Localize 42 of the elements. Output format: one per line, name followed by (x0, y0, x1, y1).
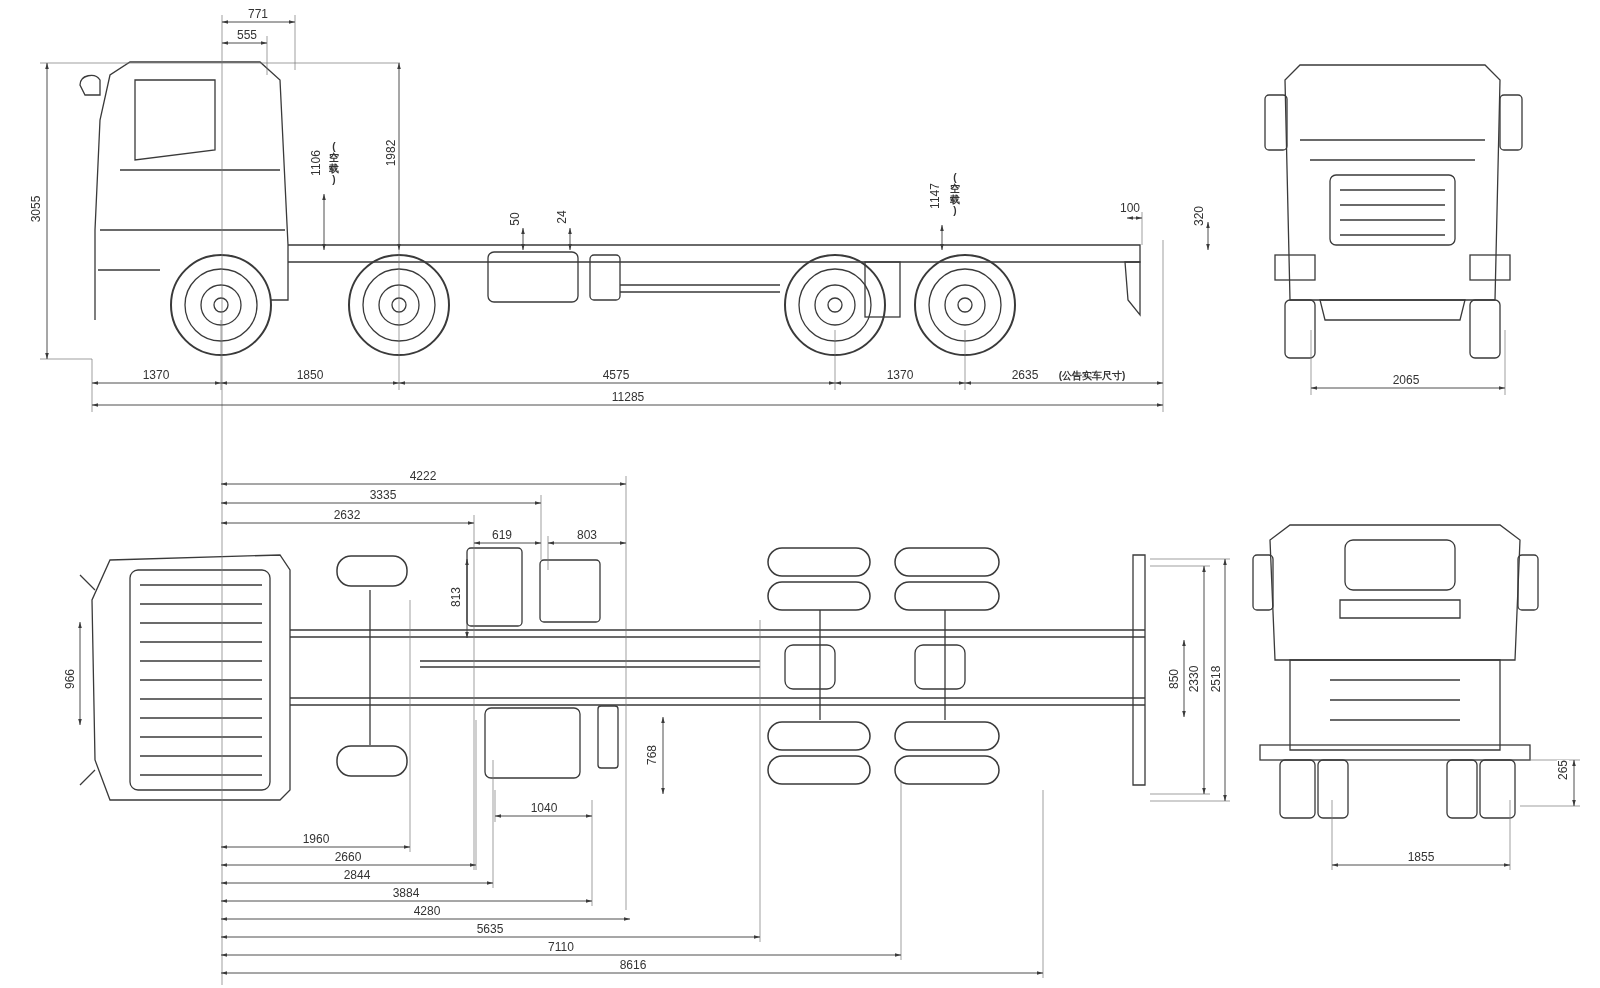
dimension-label: 4222 (409, 470, 437, 482)
dimension-label: 265 (1557, 760, 1569, 780)
dimension-label: 2844 (343, 869, 371, 881)
dimension-label: 619 (492, 529, 512, 541)
dimension-label: 2518 (1210, 665, 1222, 693)
dimension-label: 1855 (1407, 851, 1435, 863)
dimension-label: 3055 (30, 195, 42, 223)
dimension-label: 1960 (302, 833, 330, 845)
dimension-label: 1982 (385, 139, 397, 167)
dimension-label: 1106 (310, 150, 322, 176)
dimension-label: 768 (646, 745, 658, 765)
dimension-label: 50 (509, 212, 521, 226)
dimension-label: 1370 (886, 369, 914, 381)
dimension-label: 2635 (1011, 369, 1039, 381)
dimension-label: 1147 (929, 183, 941, 209)
note-label: (空载) (329, 141, 339, 185)
dimension-label: 3884 (392, 887, 420, 899)
dimension-label: 8616 (619, 959, 647, 971)
dimension-label: 1040 (530, 802, 558, 814)
dimension-label: 24 (556, 210, 568, 224)
dimension-label: 850 (1168, 669, 1180, 689)
dimension-label: 7110 (548, 941, 574, 953)
dimension-label: 813 (450, 587, 462, 607)
dimension-label: 4280 (413, 905, 441, 917)
dimension-label: 966 (64, 669, 76, 689)
dimension-label: 5635 (476, 923, 504, 935)
dimension-label: 2660 (334, 851, 362, 863)
dimension-label: 2632 (333, 509, 361, 521)
dimension-label: 1370 (142, 369, 170, 381)
dimension-label: 803 (577, 529, 597, 541)
dimension-label: 2330 (1188, 665, 1200, 693)
dimension-label: 3335 (369, 489, 397, 501)
dimension-label: 320 (1193, 206, 1205, 226)
dimension-label: 100 (1120, 202, 1140, 214)
dimension-label: 4575 (602, 369, 630, 381)
dimension-label: 1850 (296, 369, 324, 381)
note-label: (空载) (950, 172, 960, 216)
dimension-label: 555 (237, 29, 257, 41)
dimension-label: 771 (248, 8, 268, 20)
dimension-label: 2065 (1392, 374, 1420, 386)
note-label: (公告实车尺寸) (1058, 371, 1126, 381)
dimension-label: 11285 (611, 391, 645, 403)
